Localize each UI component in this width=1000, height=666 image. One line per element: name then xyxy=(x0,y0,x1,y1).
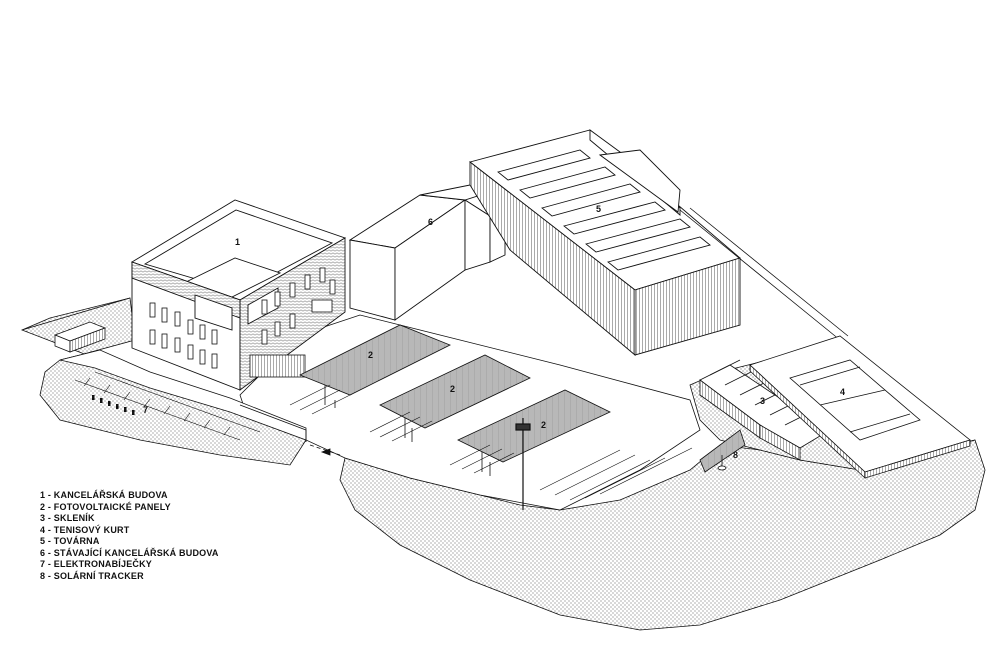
label-office: 1 xyxy=(235,237,240,247)
charging-stations xyxy=(92,395,135,415)
label-pv-b: 2 xyxy=(450,384,455,394)
label-chargers: 7 xyxy=(143,405,148,415)
small-shed xyxy=(53,321,107,353)
existing-office-building xyxy=(348,184,506,321)
label-factory: 5 xyxy=(596,204,601,214)
legend-item-2: 2 - FOTOVOLTAICKÉ PANELY xyxy=(40,501,171,512)
greenhouse xyxy=(699,359,831,461)
factory-path xyxy=(679,207,849,341)
legend-item-6: 6 - STÁVAJÍCÍ KANCELÁŘSKÁ BUDOVA xyxy=(40,547,219,558)
label-tennis: 4 xyxy=(840,387,845,397)
office-windows xyxy=(149,267,336,378)
parking-stripes xyxy=(289,384,693,501)
legend-item-7: 7 - ELEKTRONABÍJEČKY xyxy=(40,559,153,569)
light-pole xyxy=(515,418,531,510)
label-pv-a: 2 xyxy=(368,350,373,360)
legend-item-8: 8 - SOLÁRNÍ TRACKER xyxy=(40,570,144,581)
legend-item-3: 3 - SKLENÍK xyxy=(40,513,95,523)
label-tracker: 8 xyxy=(733,450,738,460)
pv-carport-a xyxy=(299,324,451,408)
charging-parking-lot xyxy=(74,371,261,441)
legend-item-4: 4 - TENISOVÝ KURT xyxy=(40,524,130,535)
factory-building xyxy=(469,129,741,356)
legend-item-1: 1 - KANCELÁŘSKÁ BUDOVA xyxy=(40,490,168,500)
label-greenhouse: 3 xyxy=(760,396,765,406)
legend: 1 - KANCELÁŘSKÁ BUDOVA 2 - FOTOVOLTAICKÉ… xyxy=(40,490,219,582)
label-existing-office: 6 xyxy=(428,217,433,227)
solar-tracker xyxy=(699,429,746,473)
tennis-court xyxy=(749,335,971,479)
legend-item-5: 5 - TOVÁRNA xyxy=(40,536,100,546)
label-pv-c: 2 xyxy=(541,420,546,430)
fence-left xyxy=(21,297,307,442)
